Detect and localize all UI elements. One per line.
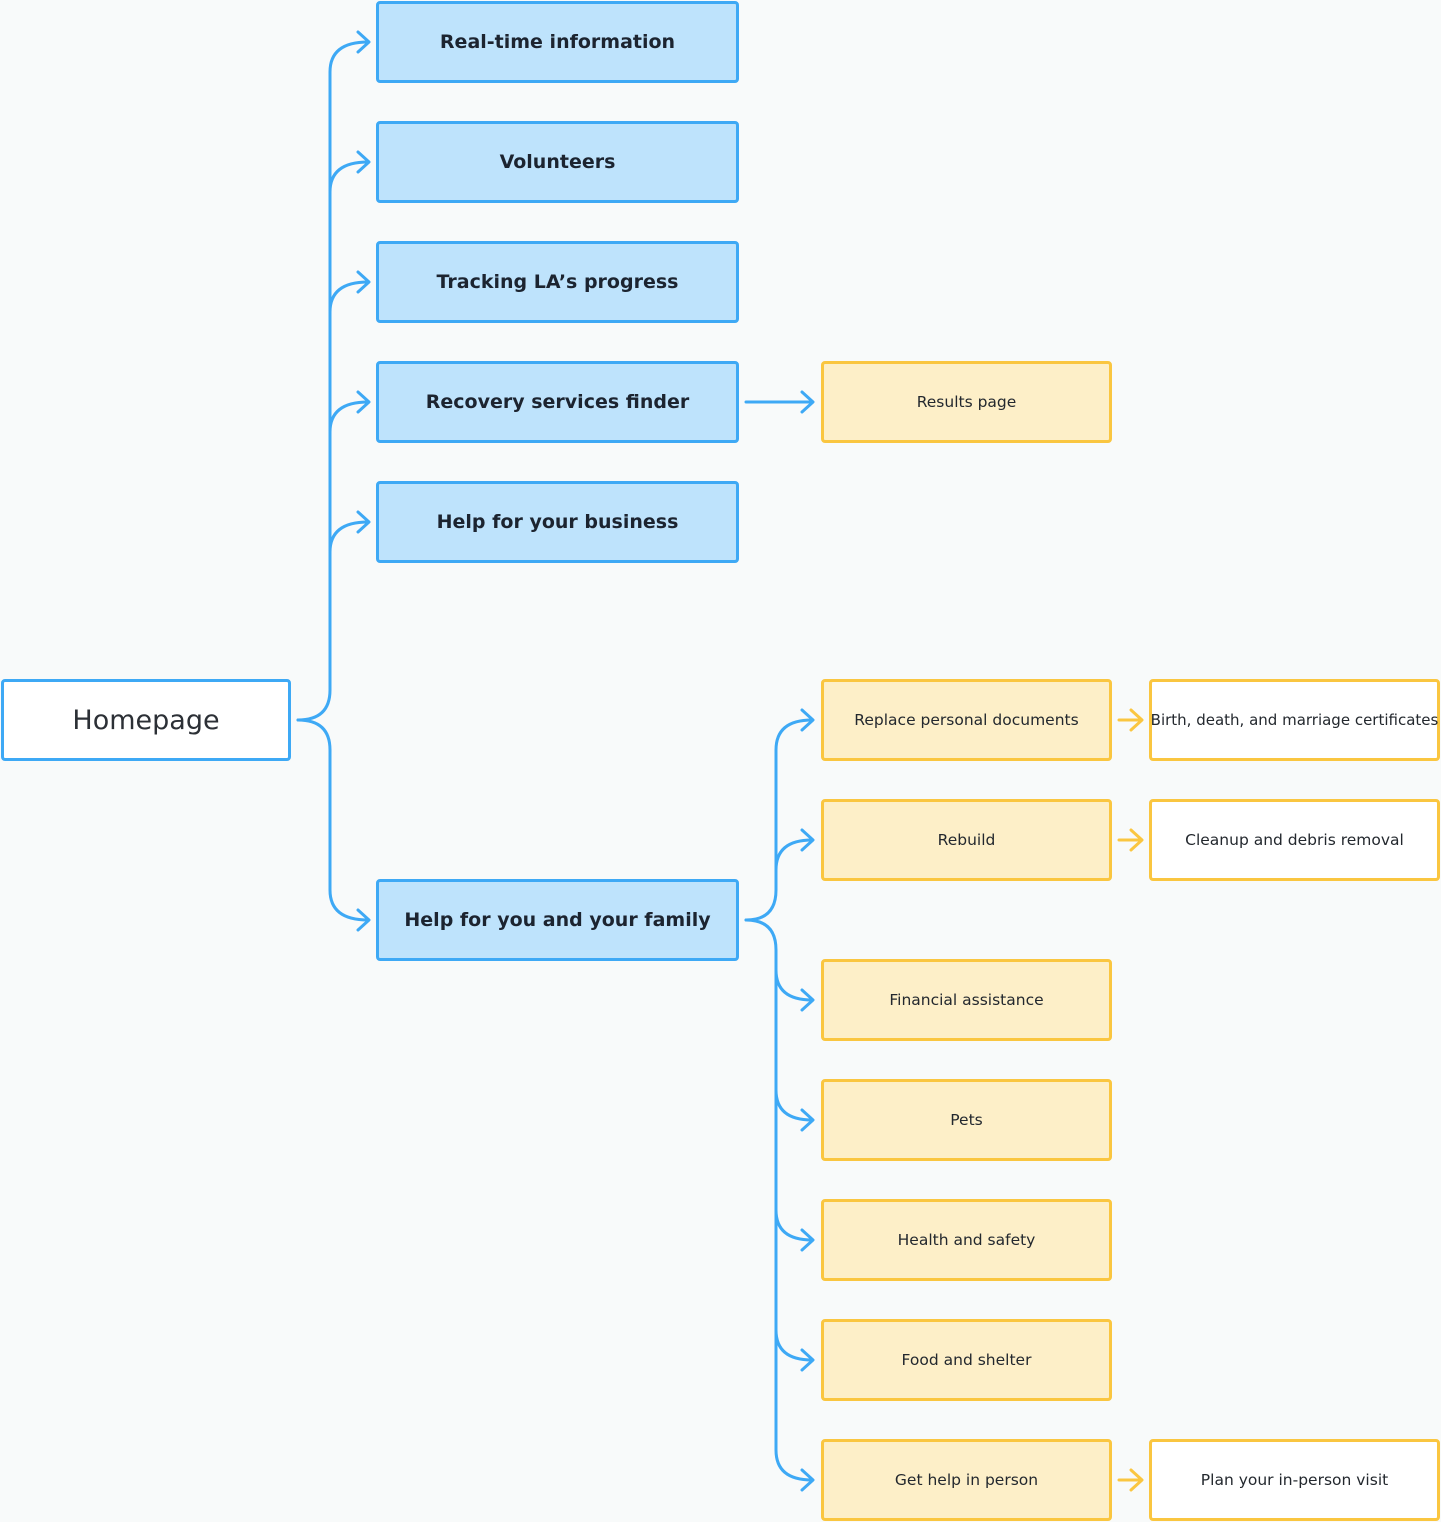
arrowhead-replace (800, 708, 815, 732)
replace-documents-node[interactable]: Replace personal documents (821, 679, 1112, 761)
help-for-business-label: Help for your business (436, 511, 679, 533)
food-shelter-label: Food and shelter (901, 1351, 1032, 1369)
arrowhead-results (800, 390, 815, 414)
homepage-node[interactable]: Homepage (1, 679, 291, 761)
rebuild-label: Rebuild (937, 831, 996, 849)
real-time-information-node[interactable]: Real-time information (376, 1, 739, 83)
certificates-node[interactable]: Birth, death, and marriage certificates (1149, 679, 1440, 761)
tracking-progress-label: Tracking LA’s progress (436, 271, 679, 293)
homepage-branch-4 (328, 400, 370, 434)
homepage-connector (296, 40, 370, 922)
arrowhead-family (356, 908, 371, 932)
family-branch-financial (774, 968, 814, 1002)
pets-node[interactable]: Pets (821, 1079, 1112, 1161)
arrowhead-rebuild (800, 828, 815, 852)
family-connector-down (744, 918, 814, 1482)
results-page-label: Results page (916, 393, 1017, 411)
certificates-label: Birth, death, and marriage certificates (1150, 711, 1439, 729)
volunteers-label: Volunteers (499, 151, 616, 173)
homepage-label: Homepage (72, 704, 220, 736)
plan-visit-label: Plan your in-person visit (1200, 1471, 1389, 1489)
help-for-business-node[interactable]: Help for your business (376, 481, 739, 563)
cleanup-debris-label: Cleanup and debris removal (1185, 831, 1404, 849)
plan-visit-node[interactable]: Plan your in-person visit (1149, 1439, 1440, 1521)
homepage-branch-5 (328, 520, 370, 554)
recovery-services-finder-node[interactable]: Recovery services finder (376, 361, 739, 443)
health-safety-label: Health and safety (897, 1231, 1036, 1249)
financial-assistance-label: Financial assistance (889, 991, 1044, 1009)
help-for-family-node[interactable]: Help for you and your family (376, 879, 739, 961)
arrowhead-food (800, 1348, 815, 1372)
arrowhead-tracking (356, 270, 371, 294)
arrowhead-cleanup (1129, 828, 1144, 852)
arrowhead-recovery (356, 390, 371, 414)
help-for-family-label: Help for you and your family (404, 909, 711, 931)
arrowhead-business (356, 510, 371, 534)
arrowhead-pets (800, 1108, 815, 1132)
financial-assistance-node[interactable]: Financial assistance (821, 959, 1112, 1041)
rebuild-node[interactable]: Rebuild (821, 799, 1112, 881)
health-safety-node[interactable]: Health and safety (821, 1199, 1112, 1281)
real-time-information-label: Real-time information (439, 31, 676, 53)
homepage-branch-2 (328, 160, 370, 194)
arrowhead-visit (1129, 1468, 1144, 1492)
pets-label: Pets (950, 1111, 983, 1129)
recovery-services-finder-label: Recovery services finder (425, 391, 690, 413)
family-branch-rebuild (774, 838, 814, 872)
family-branch-food (774, 1328, 814, 1362)
homepage-branch-3 (328, 280, 370, 314)
volunteers-node[interactable]: Volunteers (376, 121, 739, 203)
arrowhead-health (800, 1228, 815, 1252)
arrowhead-certificates (1129, 708, 1144, 732)
replace-documents-label: Replace personal documents (854, 711, 1079, 729)
tracking-progress-node[interactable]: Tracking LA’s progress (376, 241, 739, 323)
family-branch-health (774, 1208, 814, 1242)
arrowhead-financial (800, 988, 815, 1012)
food-shelter-node[interactable]: Food and shelter (821, 1319, 1112, 1401)
family-connector-up (744, 718, 814, 922)
get-help-in-person-node[interactable]: Get help in person (821, 1439, 1112, 1521)
family-branch-pets (774, 1088, 814, 1122)
arrowhead-volunteers (356, 150, 371, 174)
arrowhead-real-time (356, 30, 371, 54)
arrowhead-in-person (800, 1468, 815, 1492)
homepage-lower-curve (296, 718, 332, 752)
results-page-node[interactable]: Results page (821, 361, 1112, 443)
get-help-in-person-label: Get help in person (894, 1471, 1039, 1489)
cleanup-debris-node[interactable]: Cleanup and debris removal (1149, 799, 1440, 881)
